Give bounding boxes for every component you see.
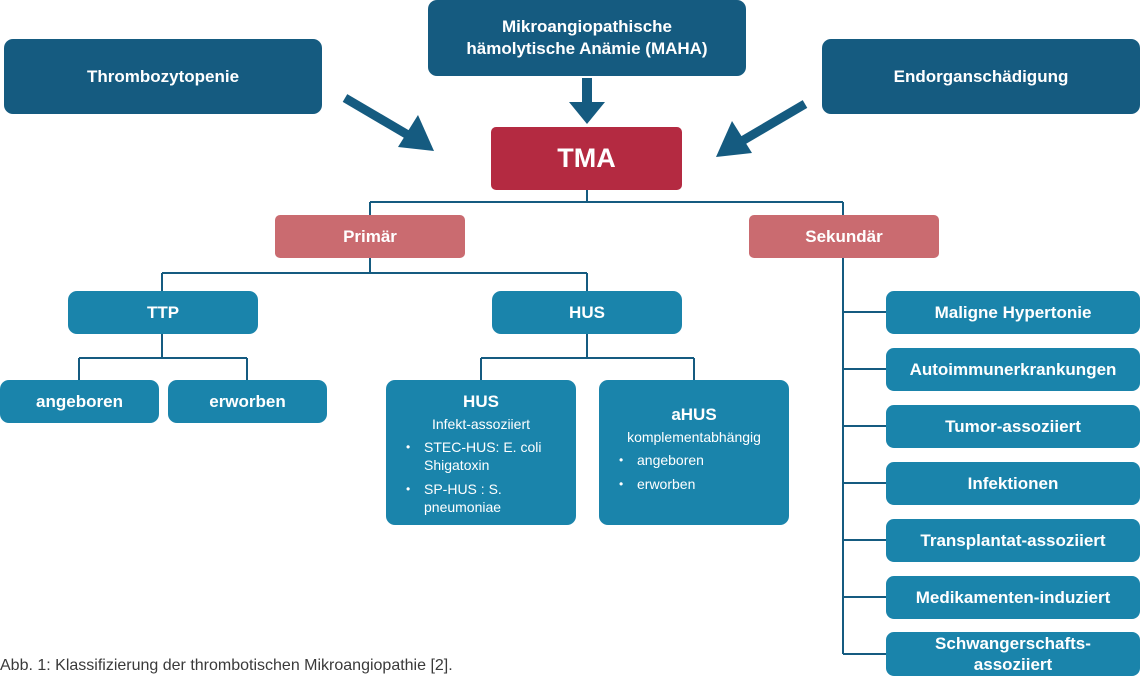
figure-caption: Abb. 1: Klassifizierung der thrombotisch…	[0, 657, 453, 674]
ahus-box: aHUS komplementabhängig angeboren erworb…	[599, 380, 789, 525]
infect-hus-subtitle: Infekt-assoziiert	[431, 416, 531, 432]
secondary-item-hypertension: Maligne Hypertonie	[886, 291, 1140, 334]
secondary-item-label: Schwangerschafts-assoziiert	[935, 634, 1091, 674]
secondary-item-label: Tumor-assoziiert	[945, 417, 1081, 436]
thrombocytopenia-label: Thrombozytopenie	[86, 66, 240, 86]
maha-box: Mikroangiopathische hämolytische Anämie …	[428, 0, 746, 76]
secondary-item-autoimmune: Autoimmunerkrankungen	[886, 348, 1140, 391]
secondary-item-tumor: Tumor-assoziiert	[886, 405, 1140, 448]
infect-hus-box: HUS Infekt-assoziiert STEC-HUS: E. coli …	[386, 380, 576, 525]
secondary-item-infections: Infektionen	[886, 462, 1140, 505]
secondary-item-label: Infektionen	[967, 474, 1059, 493]
secondary-category-box: Sekundär	[749, 215, 939, 258]
secondary-item-label: Maligne Hypertonie	[934, 303, 1092, 322]
list-item: angeboren	[619, 451, 789, 469]
ttp-acquired-box: erworben	[168, 380, 327, 423]
ttp-congenital-label: angeboren	[36, 391, 123, 411]
ahus-subtitle: komplementabhängig	[627, 429, 761, 445]
end-organ-label: Endorganschädigung	[893, 66, 1069, 86]
ahus-list: angeboren erworben	[599, 451, 789, 493]
primary-category-box: Primär	[275, 215, 465, 258]
list-item: erworben	[619, 475, 789, 493]
infect-hus-title: HUS	[463, 392, 499, 411]
list-item: SP-HUS : S. pneumoniae	[406, 480, 576, 516]
end-organ-box: Endorganschädigung	[822, 39, 1140, 114]
ttp-box: TTP	[68, 291, 258, 334]
secondary-label: Sekundär	[805, 226, 883, 246]
hus-label: HUS	[569, 302, 605, 322]
list-item: STEC-HUS: E. coli Shigatoxin	[406, 438, 576, 474]
secondary-item-label: Transplantat-assoziiert	[920, 531, 1106, 550]
tma-root-box: TMA	[491, 127, 682, 190]
tma-label: TMA	[557, 143, 616, 173]
ttp-acquired-label: erworben	[209, 391, 286, 411]
secondary-item-drug: Medikamenten-induziert	[886, 576, 1140, 619]
ttp-congenital-box: angeboren	[0, 380, 159, 423]
secondary-item-label: Medikamenten-induziert	[915, 588, 1111, 607]
secondary-item-transplant: Transplantat-assoziiert	[886, 519, 1140, 562]
hus-box: HUS	[492, 291, 682, 334]
secondary-item-label: Autoimmunerkrankungen	[909, 360, 1117, 379]
infect-hus-list: STEC-HUS: E. coli Shigatoxin SP-HUS : S.…	[386, 438, 576, 516]
secondary-item-pregnancy: Schwangerschafts-assoziiert	[886, 632, 1140, 676]
thrombocytopenia-box: Thrombozytopenie	[4, 39, 322, 114]
ttp-label: TTP	[146, 302, 180, 322]
maha-label-line1: Mikroangiopathische	[501, 17, 673, 36]
ahus-title: aHUS	[671, 405, 717, 424]
maha-label-line2: hämolytische Anämie (MAHA)	[466, 39, 708, 58]
primary-label: Primär	[343, 226, 397, 246]
